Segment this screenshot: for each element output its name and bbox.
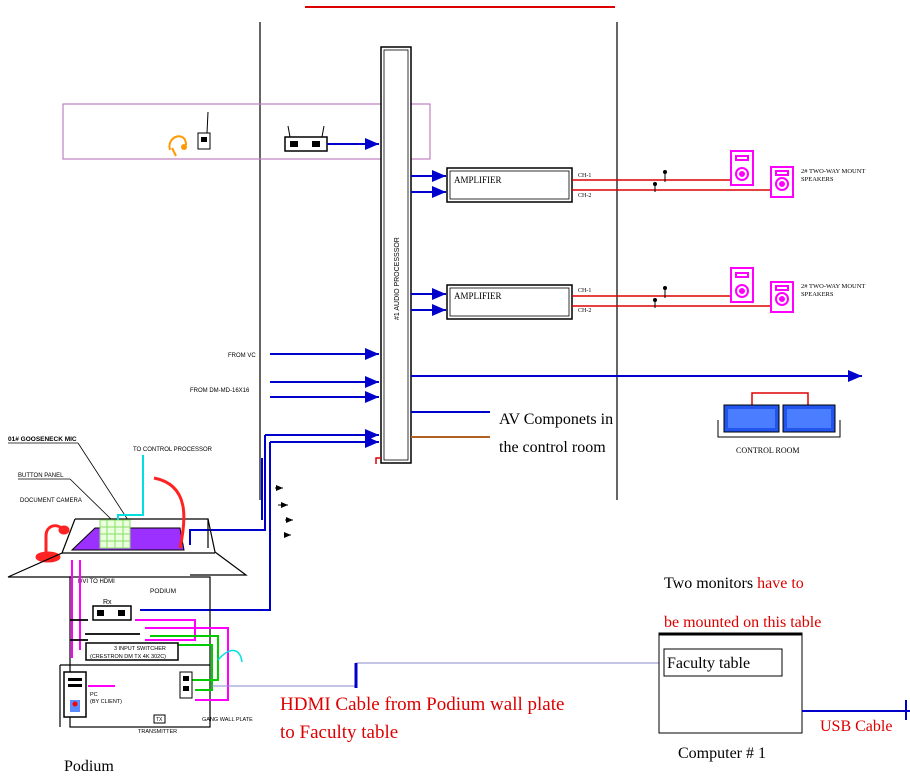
hdmi-label-line2: to Faculty table bbox=[280, 722, 398, 743]
black-cables bbox=[70, 619, 140, 641]
pc-label-line2: (BY CLIENT) bbox=[90, 699, 122, 705]
from-dm-label: FROM DM-MD-16X16 bbox=[190, 388, 250, 394]
switcher-label-line2: (CRESTRON DM TX 4K 302C) bbox=[90, 654, 166, 660]
control-room-label: CONTROL ROOM bbox=[736, 446, 799, 455]
speakers-2-label-line1: 2# TWO-WAY MOUNT bbox=[801, 283, 865, 290]
speakers-1-label-line2: SPEAKERS bbox=[801, 176, 834, 183]
podium-box bbox=[7, 518, 248, 728]
small-arrows bbox=[275, 485, 293, 538]
tx-label: TX bbox=[156, 717, 163, 723]
amplifier-2-label: AMPLIFIER bbox=[454, 291, 502, 301]
wireless-receiver-icon bbox=[284, 125, 328, 152]
av-components-line1: AV Componets in bbox=[499, 411, 613, 428]
amplifier-1 bbox=[446, 167, 573, 203]
control-room-monitors bbox=[717, 392, 841, 438]
control-processor-cable bbox=[117, 455, 144, 520]
gang-wall-plate-icon bbox=[179, 671, 193, 699]
monitors-note-line1: Two monitors have to bbox=[664, 575, 804, 592]
pc-label-line1: PC bbox=[90, 692, 98, 698]
input-switcher bbox=[85, 642, 179, 661]
usb-cable-label: USB Cable bbox=[820, 718, 892, 735]
audio-processor bbox=[380, 46, 412, 464]
audio-processor-label: #1 AUDIO PROCESSSOR bbox=[394, 237, 401, 320]
faculty-table-box bbox=[658, 632, 803, 734]
ch1-label-b: CH-1 bbox=[578, 288, 591, 294]
tx-box bbox=[153, 714, 166, 724]
switcher-label-line1: 3 INPUT SWITCHER bbox=[114, 646, 166, 652]
from-dm-lines bbox=[270, 376, 379, 403]
podium-to-processor bbox=[140, 429, 379, 611]
speakers-1-label-line1: 2# TWO-WAY MOUNT bbox=[801, 168, 865, 175]
gooseneck-mic-label: 01# GOOSENECK MIC bbox=[8, 436, 77, 443]
podium-box-label: PODIUM bbox=[150, 588, 176, 595]
dvi-to-hdmi-label: DVI TO HDMI bbox=[78, 579, 115, 585]
speaker-cables bbox=[572, 179, 770, 307]
amplifier-2 bbox=[446, 284, 573, 320]
green-cables bbox=[150, 635, 219, 691]
button-panel-icon bbox=[99, 519, 131, 549]
ch2-label-b: CH-2 bbox=[578, 308, 591, 314]
button-panel-label: BUTTON PANEL bbox=[18, 473, 64, 479]
faculty-table-label: Faculty table bbox=[667, 655, 750, 672]
computer-label: Computer # 1 bbox=[678, 745, 766, 762]
monitors-note-line2: be mounted on this table bbox=[664, 614, 821, 631]
processor-to-amp1 bbox=[411, 170, 446, 316]
magenta-cables bbox=[71, 560, 229, 701]
podium-label: Podium bbox=[64, 758, 114, 775]
gang-wall-plate-label: GANG WALL PLATE bbox=[202, 717, 253, 723]
rx-label: Rx bbox=[103, 599, 112, 606]
gooseneck-mic-icon bbox=[153, 476, 186, 549]
hdmi-label-line1: HDMI Cable from Podium wall plate bbox=[280, 694, 564, 715]
to-control-processor-label: TO CONTROL PROCESSOR bbox=[133, 447, 213, 453]
red-stub bbox=[375, 457, 381, 464]
cable-tick-marks bbox=[653, 170, 667, 308]
headset-icon bbox=[168, 135, 187, 157]
amplifier-1-label: AMPLIFIER bbox=[454, 175, 502, 185]
cyan-curve bbox=[217, 649, 243, 663]
speakers-2-label-line2: SPEAKERS bbox=[801, 291, 834, 298]
document-camera-icon bbox=[35, 524, 70, 563]
ch2-label-a: CH-2 bbox=[578, 193, 591, 199]
ch1-label-a: CH-1 bbox=[578, 173, 591, 179]
av-components-line2: the control room bbox=[499, 439, 606, 456]
document-camera-label: DOCUMENT CAMERA bbox=[20, 498, 82, 504]
rx-receiver-icon bbox=[92, 605, 132, 621]
wireless-mic-zone bbox=[62, 103, 431, 160]
bodypack-transmitter-icon bbox=[197, 111, 211, 150]
speaker-icon bbox=[730, 150, 794, 313]
pc-tower-icon bbox=[63, 671, 87, 718]
from-vc-label: FROM VC bbox=[228, 353, 256, 359]
transmitter-label: TRANSMITTER bbox=[138, 729, 177, 735]
